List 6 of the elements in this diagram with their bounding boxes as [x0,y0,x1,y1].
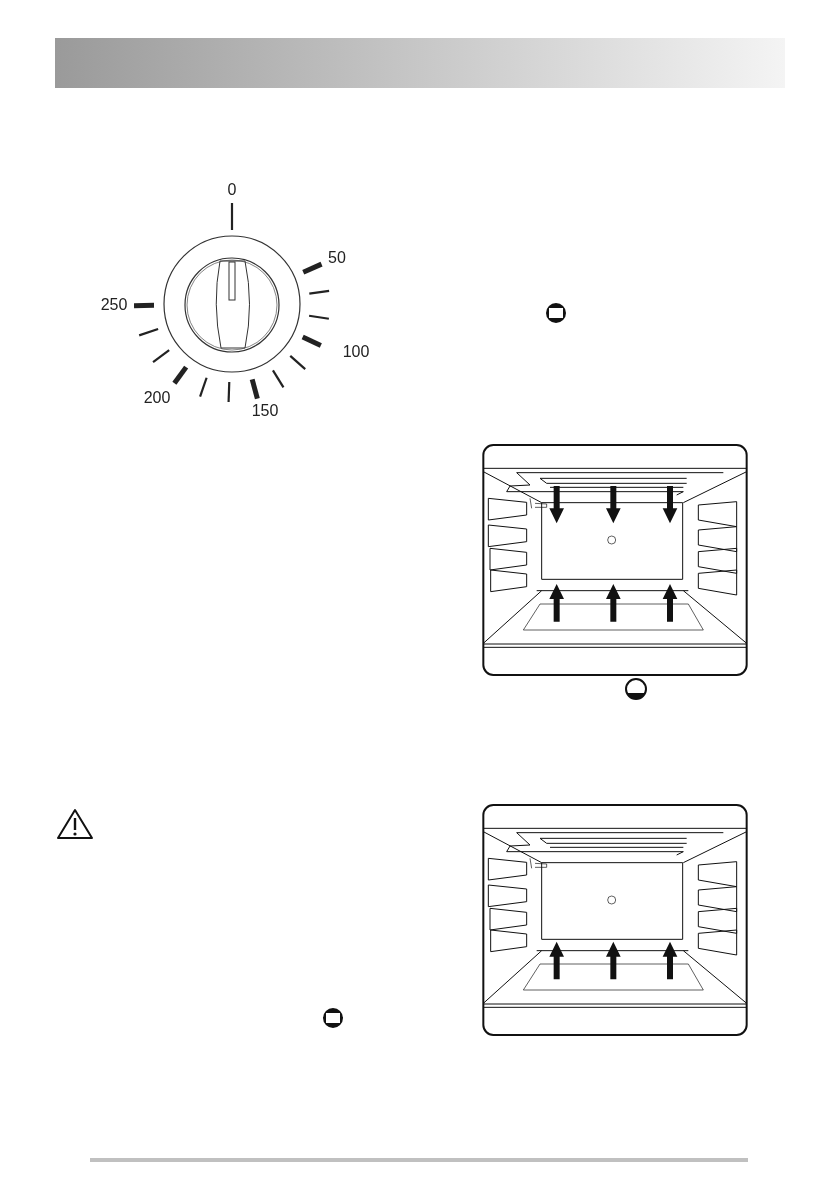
scale-label: 50 [328,250,346,266]
scale-label: 200 [143,390,171,406]
scale-label: 150 [251,403,279,419]
scale-label: 100 [342,344,370,360]
scale-label: 0 [227,182,237,198]
scale-label: 250 [100,297,128,313]
